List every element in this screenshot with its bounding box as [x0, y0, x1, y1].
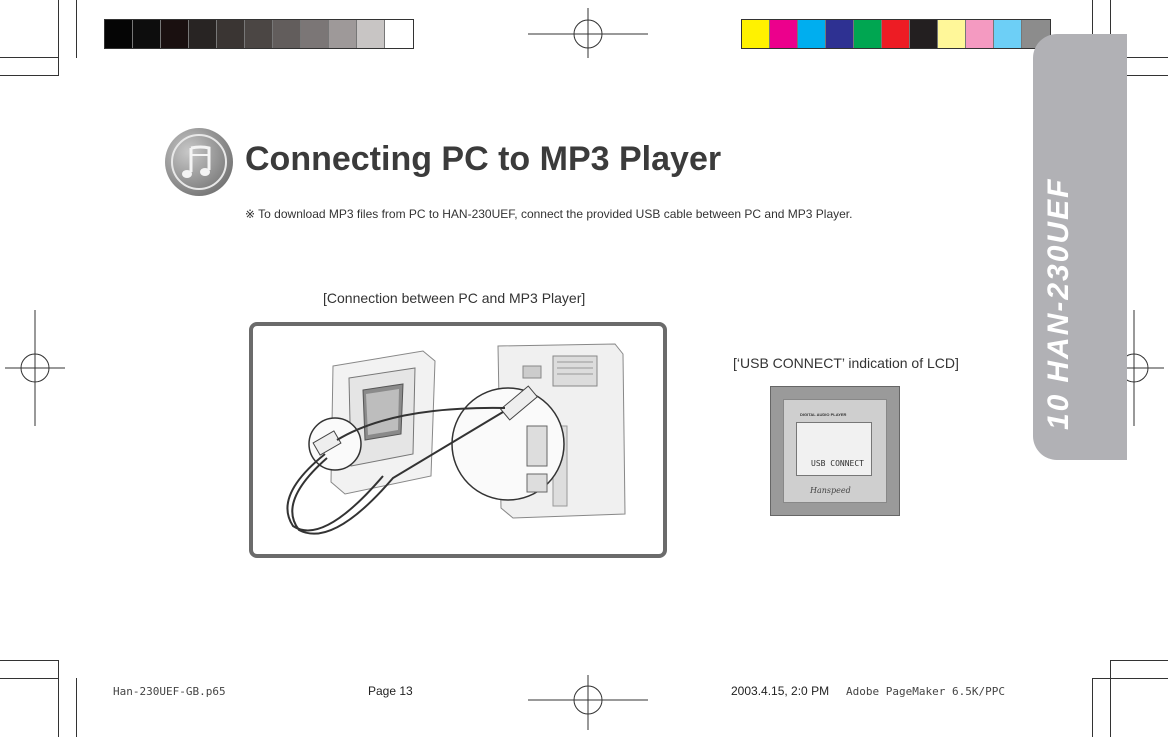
- color-swatch: [882, 20, 910, 48]
- crop-mark: [76, 0, 77, 58]
- color-swatch: [994, 20, 1022, 48]
- crop-mark: [1110, 660, 1168, 661]
- lcd-caption: [‘USB CONNECT’ indication of LCD]: [733, 355, 959, 371]
- lcd-display-illustration: DIGITAL AUDIO PLAYER USB CONNECT Hanspee…: [770, 386, 900, 516]
- lcd-screen-text: USB CONNECT: [811, 459, 864, 468]
- lcd-top-label: DIGITAL AUDIO PLAYER: [800, 412, 847, 417]
- crop-mark: [1110, 57, 1168, 58]
- color-swatch: [966, 20, 994, 48]
- registration-line-icon: [528, 33, 648, 35]
- color-swatch: [826, 20, 854, 48]
- registration-mark-icon: [528, 675, 648, 730]
- crop-mark: [0, 660, 58, 661]
- crop-mark: [58, 0, 59, 76]
- crop-mark: [0, 75, 58, 76]
- color-swatch: [245, 20, 273, 48]
- gray-color-bar: [104, 19, 414, 49]
- color-swatch: [133, 20, 161, 48]
- crop-mark: [1092, 678, 1093, 737]
- color-swatch: [329, 20, 357, 48]
- crop-mark: [1110, 75, 1168, 76]
- model-name: HAN-230UEF: [1042, 177, 1075, 383]
- page-title: Connecting PC to MP3 Player: [245, 140, 722, 178]
- color-swatch: [742, 20, 770, 48]
- color-swatch: [217, 20, 245, 48]
- color-swatch: [938, 20, 966, 48]
- color-swatch: [273, 20, 301, 48]
- footer-file-name: Han-230UEF-GB.p65: [113, 685, 226, 698]
- crop-mark: [0, 678, 58, 679]
- crop-mark: [0, 57, 58, 58]
- registration-mark-icon: [5, 310, 65, 426]
- lcd-screen: USB CONNECT: [796, 422, 872, 476]
- crop-mark: [76, 678, 77, 737]
- color-swatch: [301, 20, 329, 48]
- lcd-brand-logo: Hanspeed: [810, 486, 851, 495]
- side-tab-label: 10 HAN-230UEF: [1042, 178, 1076, 430]
- pc-usb-diagram-icon: [286, 343, 626, 535]
- color-swatch: [798, 20, 826, 48]
- footer-software: Adobe PageMaker 6.5K/PPC: [846, 685, 1005, 698]
- color-swatch: [770, 20, 798, 48]
- connection-caption: [Connection between PC and MP3 Player]: [323, 290, 586, 306]
- crop-mark: [1092, 678, 1168, 679]
- color-swatch: [161, 20, 189, 48]
- instruction-note: ※ To download MP3 files from PC to HAN-2…: [245, 207, 853, 221]
- cmyk-color-bar: [741, 19, 1051, 49]
- crop-mark: [1110, 660, 1111, 737]
- crop-mark: [58, 660, 59, 737]
- color-swatch: [385, 20, 413, 48]
- crop-mark: [1092, 0, 1093, 58]
- color-swatch: [105, 20, 133, 48]
- color-swatch: [854, 20, 882, 48]
- footer-page-number: Page 13: [368, 684, 413, 698]
- color-swatch: [910, 20, 938, 48]
- page-number: 10: [1042, 392, 1075, 430]
- music-note-icon: [165, 128, 233, 196]
- connection-illustration: [249, 322, 667, 558]
- color-swatch: [189, 20, 217, 48]
- color-swatch: [357, 20, 385, 48]
- footer-date: 2003.4.15, 2:0 PM: [731, 684, 830, 698]
- lcd-bezel: DIGITAL AUDIO PLAYER USB CONNECT Hanspee…: [783, 399, 887, 503]
- side-tab: [1033, 34, 1127, 460]
